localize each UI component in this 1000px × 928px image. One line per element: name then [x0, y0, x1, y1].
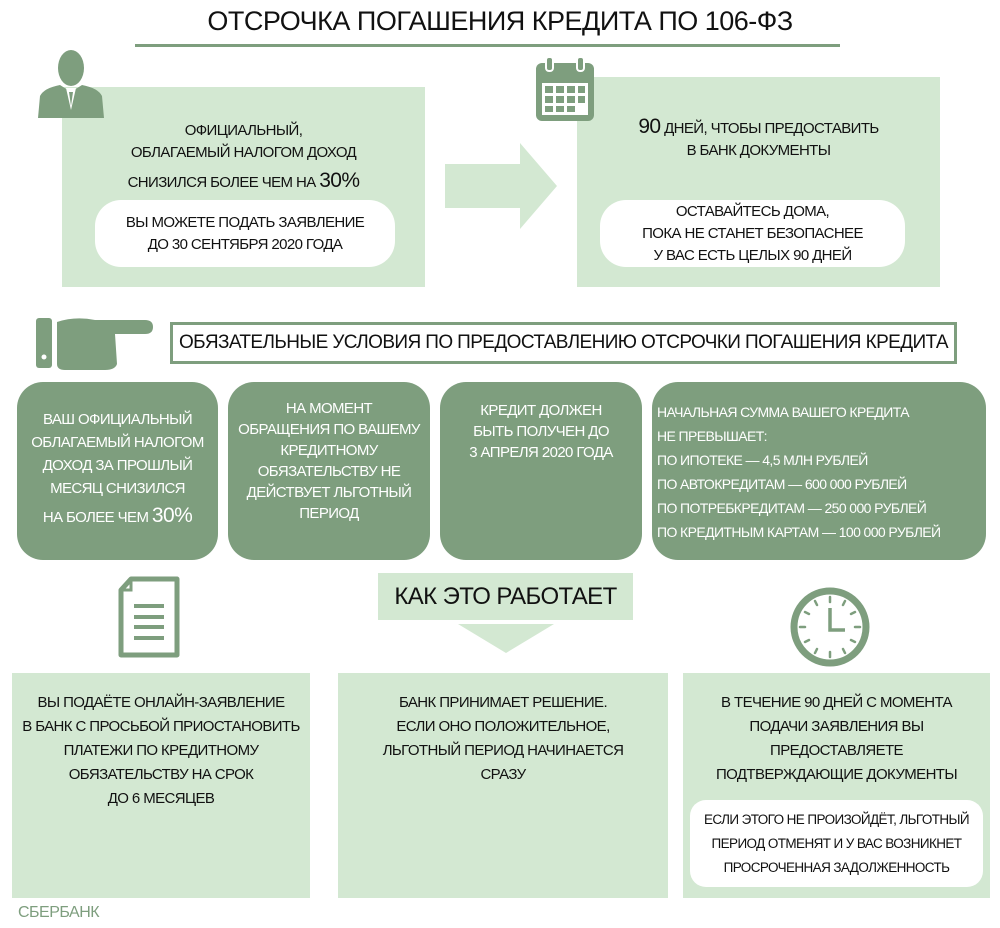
pill-line: ВЫ МОЖЕТЕ ПОДАТЬ ЗАЯВЛЕНИЕ [125, 213, 365, 231]
card-line: ПО ИПОТЕКЕ — 4,5 МЛН РУБЛЕЙ [657, 452, 868, 468]
pill-line: ПРОСРОЧЕННАЯ ЗАДОЛЖЕННОСТЬ [723, 859, 950, 875]
step-line: В ТЕЧЕНИЕ 90 ДНЕЙ С МОМЕНТА [721, 694, 952, 711]
card-line: ПЕРИОД [299, 505, 359, 522]
card-line: ОБЛАГАЕМЫЙ НАЛОГОМ [31, 434, 204, 451]
income-line: ОФИЦИАЛЬНЫЙ, [184, 122, 303, 139]
document-icon [118, 576, 180, 658]
card-line: КРЕДИТ ДОЛЖЕН [480, 402, 602, 419]
step-line: ЛЬГОТНЫЙ ПЕРИОД НАЧИНАЕТСЯ [382, 742, 624, 759]
pill-line: ЕСЛИ ЭТОГО НЕ ПРОИЗОЙДЁТ, ЛЬГОТНЫЙ [703, 811, 970, 827]
card-line: ОБРАЩЕНИЯ ПО ВАШЕМУ [238, 421, 420, 438]
card-line: БЫТЬ ПОЛУЧЕН ДО [473, 423, 609, 440]
card-line: ПО КРЕДИТНЫМ КАРТАМ — 100 000 РУБЛЕЙ [657, 524, 941, 540]
card-line: НАЧАЛЬНАЯ СУММА ВАШЕГО КРЕДИТА [657, 404, 910, 420]
income-percent: 30% [319, 169, 360, 192]
warning-pill: ЕСЛИ ЭТОГО НЕ ПРОИЗОЙДЁТ, ЛЬГОТНЫЙ ПЕРИО… [690, 800, 983, 887]
title-underline [135, 44, 840, 47]
how-it-works-header: КАК ЭТО РАБОТАЕТ [378, 573, 633, 620]
income-text: ОФИЦИАЛЬНЫЙ, ОБЛАГАЕМЫЙ НАЛОГОМ ДОХОД СН… [62, 120, 425, 194]
card-line: НА МОМЕНТ [285, 400, 373, 417]
step-line: ПЛАТЕЖИ ПО КРЕДИТНОМУ [63, 742, 259, 759]
days-value: 90 [638, 115, 661, 138]
step-line: ОБЯЗАТЕЛЬСТВУ НА СРОК [68, 766, 254, 783]
step-line: ДО 6 МЕСЯЦЕВ [107, 790, 215, 807]
step-line: БАНК ПРИНИМАЕТ РЕШЕНИЕ. [398, 694, 608, 711]
person-icon [38, 50, 104, 118]
condition-card-limits: НАЧАЛЬНАЯ СУММА ВАШЕГО КРЕДИТА НЕ ПРЕВЫШ… [652, 382, 986, 560]
brand-logo: СБЕРБАНК [18, 904, 100, 921]
days-line: ДНЕЙ, ЧТОБЫ ПРЕДОСТАВИТЬ [660, 120, 879, 137]
calendar-icon [536, 56, 594, 121]
step-decision: БАНК ПРИНИМАЕТ РЕШЕНИЕ. ЕСЛИ ОНО ПОЛОЖИТ… [338, 673, 668, 898]
pill-line: У ВАС ЕСТЬ ЦЕЛЫХ 90 ДНЕЙ [653, 246, 852, 264]
card-line: ВАШ ОФИЦИАЛЬНЫЙ [42, 411, 193, 428]
step-line: ВЫ ПОДАЁТЕ ОНЛАЙН-ЗАЯВЛЕНИЕ [37, 694, 285, 711]
condition-card-income: ВАШ ОФИЦИАЛЬНЫЙ ОБЛАГАЕМЫЙ НАЛОГОМ ДОХОД… [17, 382, 218, 560]
card-line: КРЕДИТНОМУ [280, 442, 378, 459]
down-triangle-icon [458, 624, 554, 653]
condition-card-grace-period: НА МОМЕНТ ОБРАЩЕНИЯ ПО ВАШЕМУ КРЕДИТНОМУ… [228, 382, 430, 560]
days-text: 90 ДНЕЙ, ЧТОБЫ ПРЕДОСТАВИТЬ В БАНК ДОКУМ… [577, 116, 940, 162]
card-line: ПО ПОТРЕБКРЕДИТАМ — 250 000 РУБЛЕЙ [657, 500, 927, 516]
days-line: В БАНК ДОКУМЕНТЫ [686, 142, 831, 159]
income-line: ОБЛАГАЕМЫЙ НАЛОГОМ ДОХОД [130, 144, 357, 161]
clock-icon [790, 587, 870, 667]
step-line: ПОДТВЕРЖДАЮЩИЕ ДОКУМЕНТЫ [715, 766, 958, 783]
pointing-hand-icon [36, 318, 153, 370]
card-line: 3 АПРЕЛЯ 2020 ГОДА [469, 444, 613, 461]
step-line: В БАНК С ПРОСЬБОЙ ПРИОСТАНОВИТЬ [22, 718, 300, 735]
card-percent: 30% [151, 504, 193, 527]
step-line: ЕСЛИ ОНО ПОЛОЖИТЕЛЬНОЕ, [396, 718, 610, 735]
right-arrow-icon [445, 143, 557, 229]
card-line: НА БОЛЕЕ ЧЕМ [42, 509, 152, 526]
card-line: ДОХОД ЗА ПРОШЛЫЙ [42, 457, 193, 474]
stay-home-pill: ОСТАВАЙТЕСЬ ДОМА, ПОКА НЕ СТАНЕТ БЕЗОПАС… [600, 200, 905, 267]
step-line: ПОДАЧИ ЗАЯВЛЕНИЯ ВЫ [749, 718, 924, 735]
conditions-header: ОБЯЗАТЕЛЬНЫЕ УСЛОВИЯ ПО ПРЕДОСТАВЛЕНИЮ О… [170, 322, 957, 364]
pill-line: ОСТАВАЙТЕСЬ ДОМА, [675, 202, 830, 220]
step-line: СРАЗУ [480, 766, 526, 783]
pill-line: ПЕРИОД ОТМЕНЯТ И У ВАС ВОЗНИКНЕТ [711, 835, 962, 851]
step-line: ПРЕДОСТАВЛЯЕТЕ [770, 742, 904, 759]
page-title: ОТСРОЧКА ПОГАШЕНИЯ КРЕДИТА ПО 106-ФЗ [207, 6, 793, 36]
card-line: ПО АВТОКРЕДИТАМ — 600 000 РУБЛЕЙ [657, 476, 907, 492]
card-line: МЕСЯЦ СНИЗИЛСЯ [50, 480, 185, 497]
income-line: СНИЗИЛСЯ БОЛЕЕ ЧЕМ НА [127, 174, 320, 191]
step-apply: ВЫ ПОДАЁТЕ ОНЛАЙН-ЗАЯВЛЕНИЕ В БАНК С ПРО… [12, 673, 310, 898]
card-line: ДЕЙСТВУЕТ ЛЬГОТНЫЙ [246, 484, 412, 501]
pill-line: ПОКА НЕ СТАНЕТ БЕЗОПАСНЕЕ [642, 224, 863, 242]
card-line: НЕ ПРЕВЫШАЕТ: [657, 428, 768, 444]
card-line: ОБЯЗАТЕЛЬСТВУ НЕ [257, 463, 401, 480]
condition-card-date: КРЕДИТ ДОЛЖЕН БЫТЬ ПОЛУЧЕН ДО 3 АПРЕЛЯ 2… [440, 382, 642, 560]
pill-line: ДО 30 СЕНТЯБРЯ 2020 ГОДА [147, 235, 343, 253]
deadline-pill: ВЫ МОЖЕТЕ ПОДАТЬ ЗАЯВЛЕНИЕ ДО 30 СЕНТЯБР… [95, 200, 395, 267]
